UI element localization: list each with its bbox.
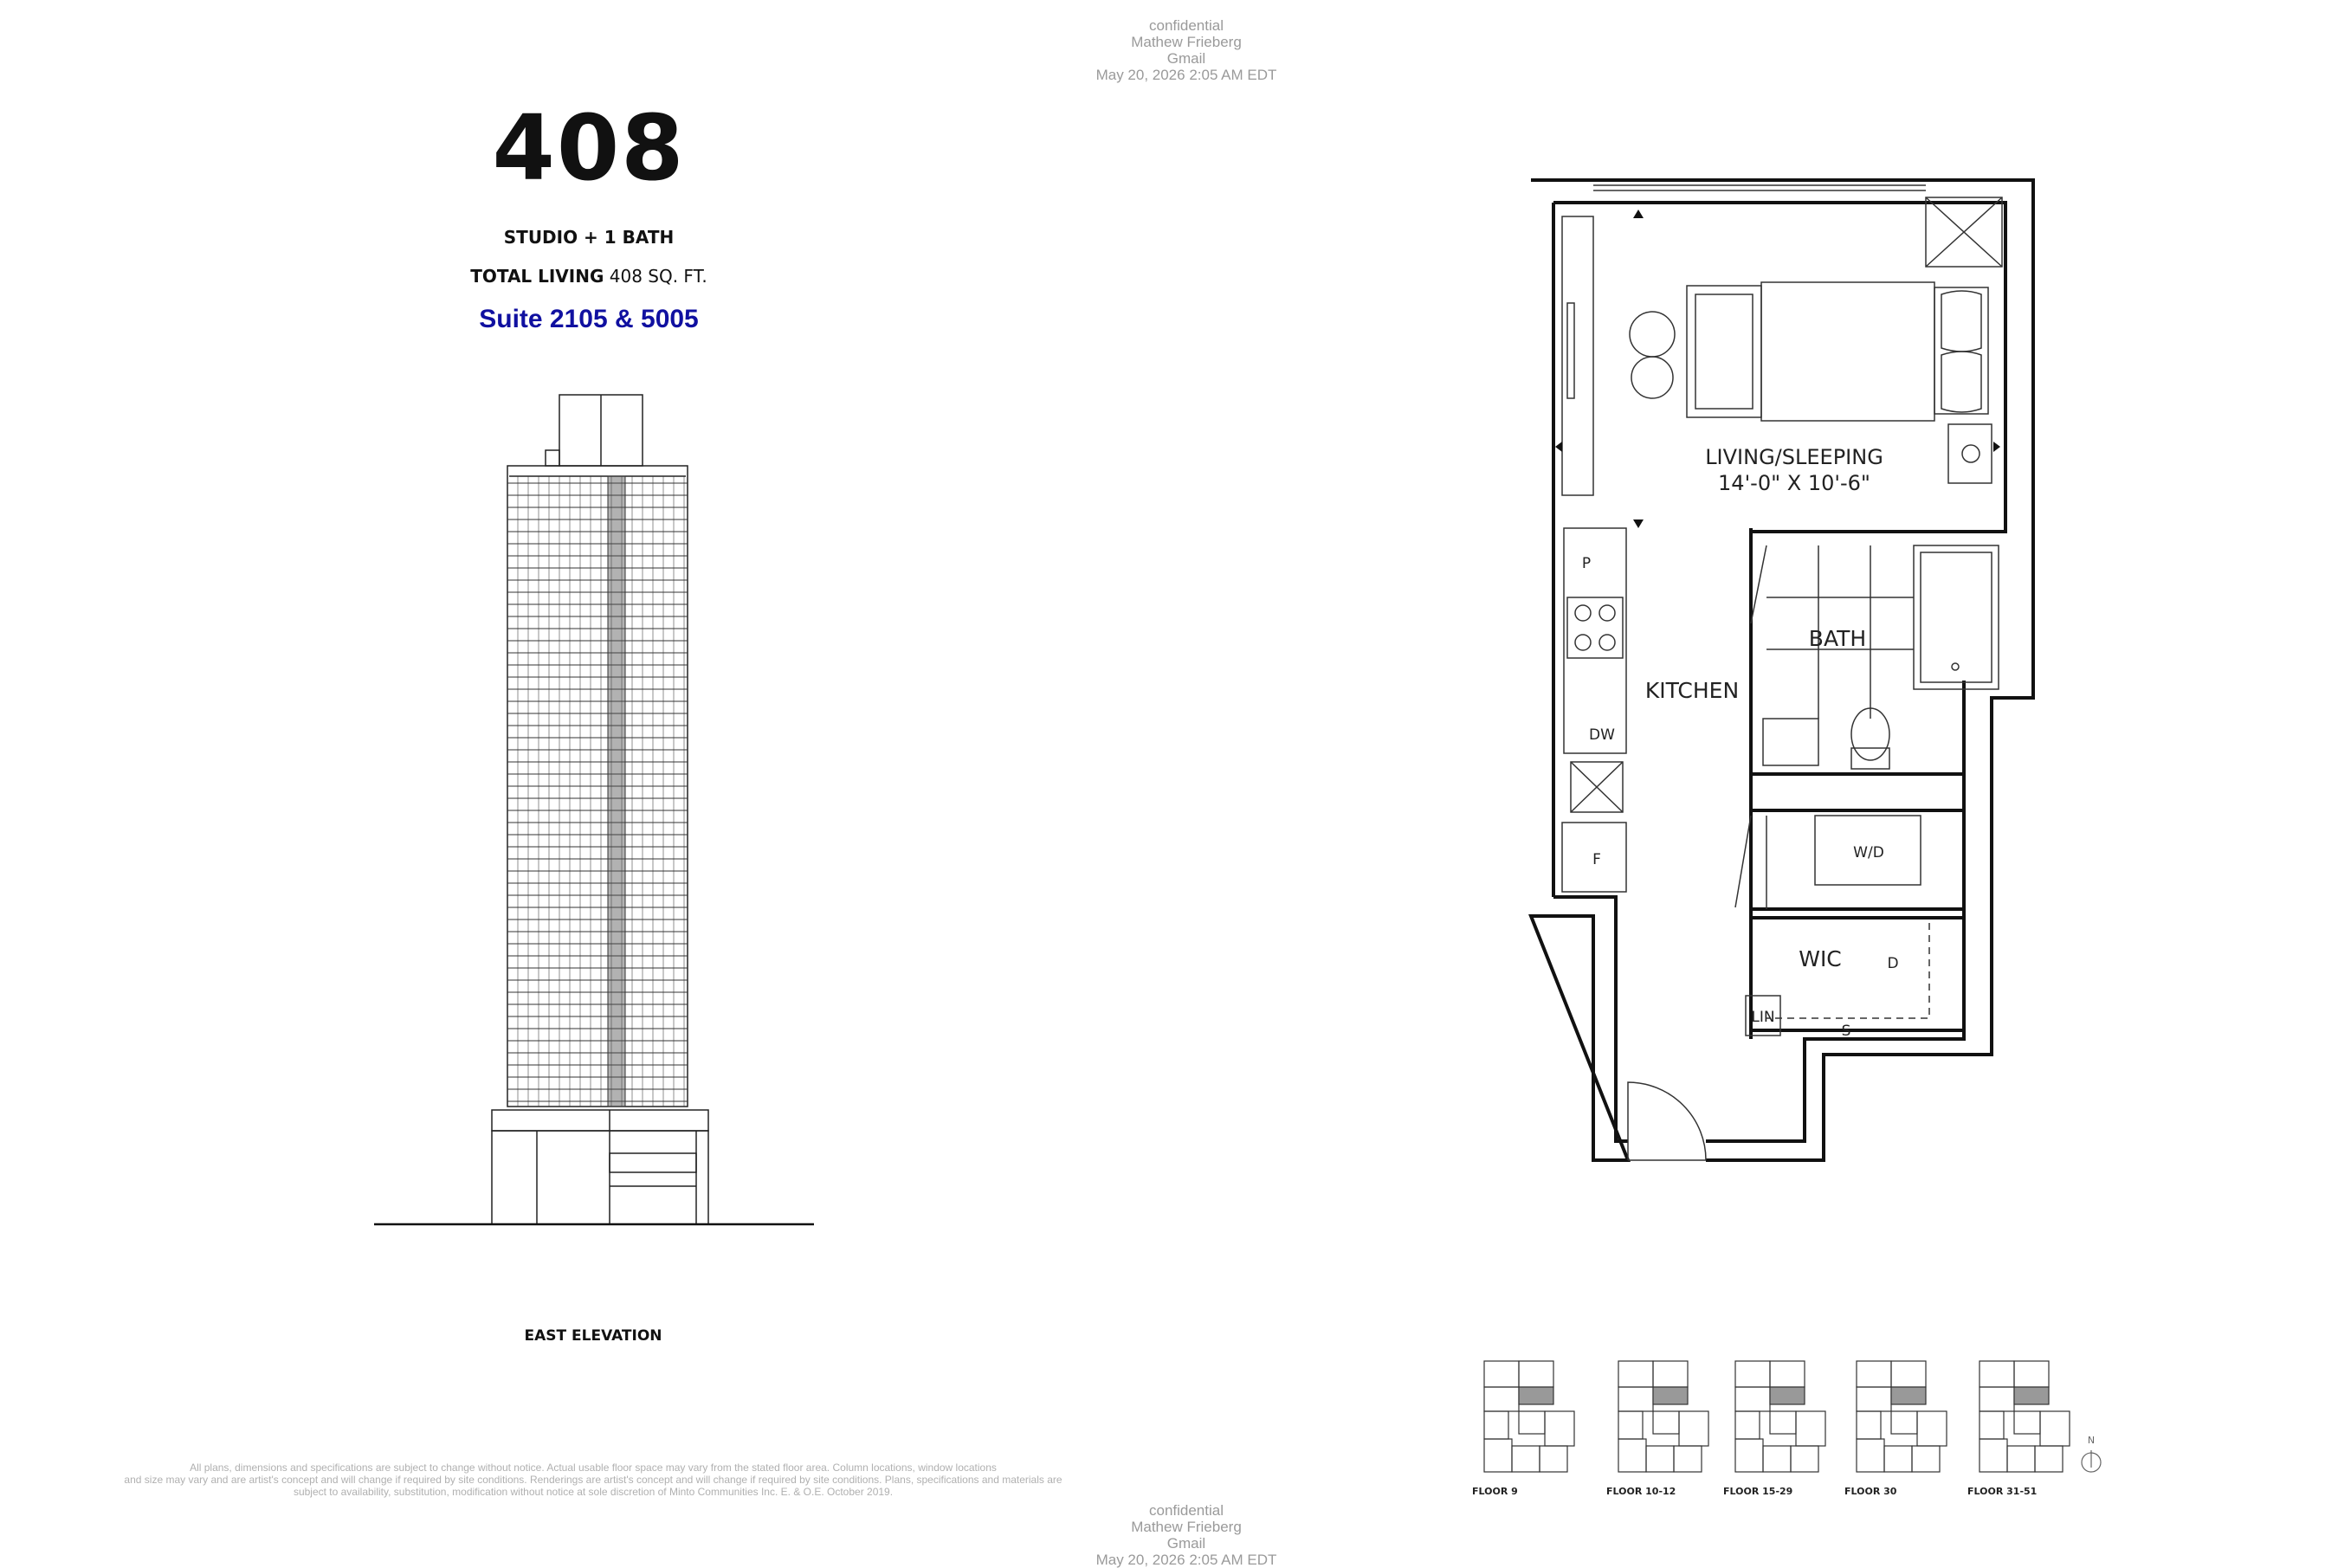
key-plan: [1844, 1351, 1957, 1484]
watermark-line: May 20, 2026 2:05 AM EDT: [1095, 67, 1277, 83]
north-compass-icon: N: [2081, 1435, 2102, 1473]
key-plan-diagram: [1979, 1360, 2070, 1473]
disclaimer: All plans, dimensions and specifications…: [104, 1462, 1082, 1498]
lin-label: LIN: [1751, 1009, 1774, 1026]
wic-label: WIC: [1799, 946, 1842, 971]
watermark-line: Mathew Frieberg: [1131, 34, 1242, 50]
watermark-line: Gmail: [1166, 1535, 1206, 1552]
unit-type: STUDIO + 1 BATH: [503, 227, 675, 248]
suite-label: Suite 2105 & 5005: [479, 305, 699, 333]
watermark-line: Mathew Frieberg: [1131, 1519, 1242, 1535]
kitchen-label: KITCHEN: [1645, 678, 1739, 703]
shelf-label: S: [1842, 1023, 1851, 1040]
disclaimer-line: All plans, dimensions and specifications…: [190, 1462, 997, 1474]
key-plan-diagram: [1734, 1360, 1826, 1473]
total-living-value: 408 SQ. FT.: [609, 266, 707, 287]
watermark-top: confidential Mathew Frieberg Gmail May 2…: [1039, 17, 1334, 83]
key-plan: [1723, 1351, 1836, 1484]
watermark-line: confidential: [1148, 17, 1224, 34]
compass-label: N: [2088, 1435, 2095, 1446]
key-plan-diagram: [1618, 1360, 1709, 1473]
unit-number: 408: [492, 95, 686, 201]
key-plan: [1967, 1351, 2080, 1484]
pantry-label: P: [1582, 555, 1591, 572]
key-plans: [1472, 1351, 2165, 1507]
building-elevation: [374, 394, 814, 1226]
floor-plan: LIVING/SLEEPING 14'-0" X 10'-6" KITCHEN …: [1528, 178, 2035, 1162]
key-plan-label: FLOOR 9: [1472, 1486, 1518, 1497]
key-plan-label: FLOOR 30: [1844, 1486, 1897, 1497]
key-plan-label: FLOOR 10-12: [1606, 1486, 1676, 1497]
drawer-label: D: [1887, 955, 1898, 972]
wd-label: W/D: [1853, 844, 1884, 861]
key-plan: [1606, 1351, 1719, 1484]
key-plan: [1472, 1351, 1585, 1484]
key-plan-label: FLOOR 31-51: [1967, 1486, 2038, 1497]
fridge-label: F: [1592, 851, 1601, 868]
key-plan-diagram: [1483, 1360, 1575, 1473]
watermark-line: May 20, 2026 2:05 AM EDT: [1095, 1552, 1277, 1568]
key-plan-label: FLOOR 15-29: [1723, 1486, 1793, 1497]
total-living: TOTAL LIVING 408 SQ. FT.: [407, 266, 771, 287]
disclaimer-line: and size may vary and are artist's conce…: [124, 1474, 1062, 1486]
bath-label: BATH: [1809, 626, 1866, 651]
watermark-line: confidential: [1148, 1502, 1224, 1519]
disclaimer-line: subject to availability, substitution, m…: [293, 1486, 894, 1498]
living-sleeping-label: LIVING/SLEEPING: [1705, 445, 1883, 469]
elevation-label: EAST ELEVATION: [524, 1327, 662, 1345]
dishwasher-label: DW: [1589, 726, 1615, 744]
total-living-label: TOTAL LIVING: [470, 266, 604, 287]
watermark-line: Gmail: [1166, 50, 1206, 67]
key-plan-diagram: [1856, 1360, 1947, 1473]
living-sleeping-dims: 14'-0" X 10'-6": [1718, 471, 1870, 495]
